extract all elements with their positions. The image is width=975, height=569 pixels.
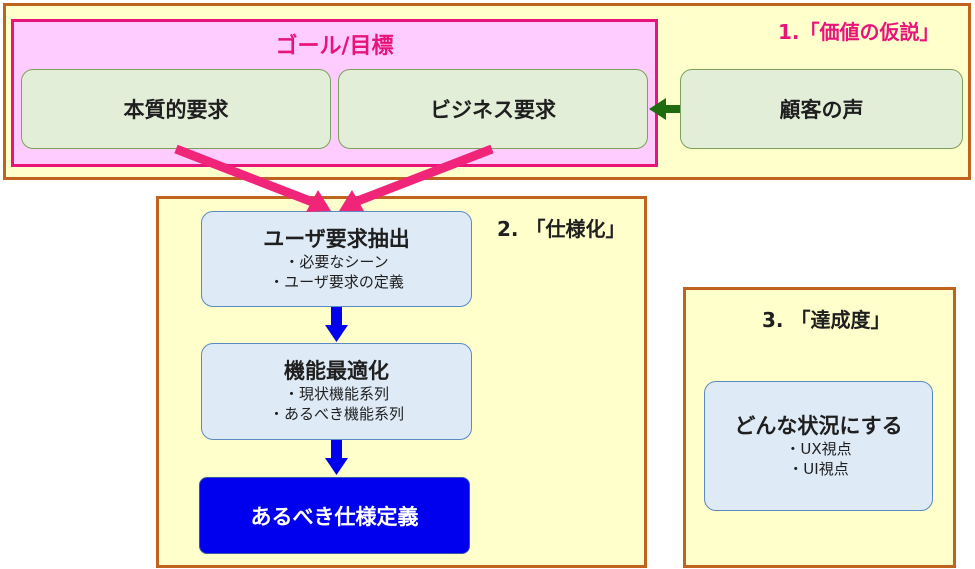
achievement-section-label: 3. 「達成度」 [762,308,891,332]
customer-voice-box: 顧客の声 [680,69,963,149]
user-requirement-title: ユーザ要求抽出 [263,226,410,251]
situation-line: ・UX視点 [785,439,852,458]
function-optimize-title: 機能最適化 [284,359,389,383]
goal-title: ゴール/目標 [275,34,394,59]
user-requirement-line: ・必要なシーン [284,252,389,271]
function-optimize-line: ・あるべき機能系列 [268,405,404,423]
situation-box: どんな状況にする ・UX視点 ・UI視点 [704,381,933,511]
essential-requirement-label: 本質的要求 [123,98,229,122]
final-spec-label: あるべき仕様定義 [250,504,419,529]
situation-line: ・UI視点 [788,459,849,478]
hypothesis-section-label: 1.「価値の仮説」 [778,20,940,44]
situation-title: どんな状況にする [734,413,903,438]
spec-section-label: 2. 「仕様化」 [497,217,626,241]
business-requirement-box: ビジネス要求 [338,69,648,149]
user-requirement-box: ユーザ要求抽出 ・必要なシーン ・ユーザ要求の定義 [201,211,472,307]
business-requirement-label: ビジネス要求 [430,98,556,122]
essential-requirement-box: 本質的要求 [21,69,331,149]
user-requirement-line: ・ユーザ要求の定義 [269,272,404,291]
final-spec-box: あるべき仕様定義 [199,477,470,554]
function-optimize-line: ・現状機能系列 [283,385,389,403]
customer-voice-label: 顧客の声 [779,98,864,122]
function-optimize-box: 機能最適化 ・現状機能系列 ・あるべき機能系列 [201,343,472,440]
